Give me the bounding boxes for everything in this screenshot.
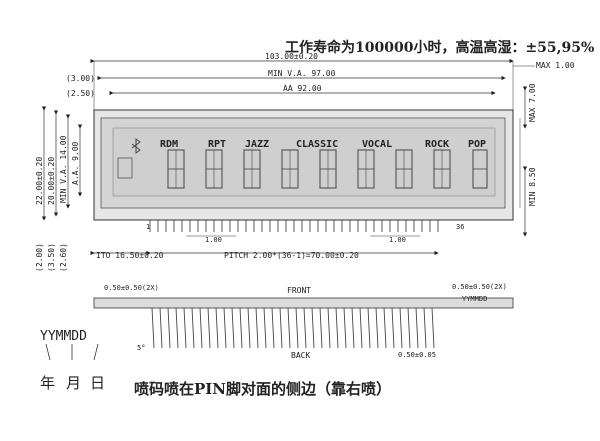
- side-aa-label: A.A. 9.00: [71, 141, 80, 185]
- min-va-width-label: MIN V.A. 97.00: [268, 69, 336, 78]
- aa-width-label: AA 92.00: [283, 84, 322, 93]
- digit-9: [472, 149, 488, 189]
- ito-label: ITO 16.50±0.20: [96, 251, 164, 260]
- digit-2: [205, 149, 223, 189]
- digit-4: [281, 149, 299, 189]
- front-label: FRONT: [287, 286, 311, 295]
- pin-row: [149, 220, 439, 232]
- side-dimensions: 22.00±0.20 20.00±0.20 MIN V.A. 14.00 A.A…: [35, 83, 537, 272]
- date-month: 月: [66, 374, 81, 392]
- tol-left-label: 0.50±0.50(2X): [104, 284, 159, 292]
- back-label: BACK: [291, 351, 310, 360]
- min-85-label: MIN 8.50: [528, 167, 537, 206]
- digit-1: [167, 149, 185, 189]
- segment-label-jazz: JAZZ: [245, 139, 269, 150]
- digit-6: [357, 149, 375, 189]
- segment-label-pop: POP: [468, 139, 486, 150]
- digit-7: [395, 149, 413, 189]
- tol-right-label: 0.50±0.50(2X): [452, 283, 507, 291]
- pin-36-label: 36: [456, 223, 464, 231]
- segment-area: RDM RPT JAZZ CLASSIC VOCAL ROCK POP: [117, 138, 488, 189]
- offset-200-label: (2.00): [35, 243, 44, 272]
- pin-1-label: 1: [146, 223, 150, 231]
- bottom-dimensions: 1.00 1.00 ITO 16.50±0.20 PITCH 2.00*(36-…: [90, 235, 439, 260]
- max-thickness-label: MAX 1.00: [536, 61, 575, 70]
- max-7-label: MAX 7.00: [528, 83, 537, 122]
- overall-width-label: 103.00±0.20: [265, 52, 318, 61]
- angle-label: 5°: [137, 344, 145, 352]
- date-year: 年: [40, 374, 55, 392]
- offset-350-label: (3.50): [47, 243, 56, 272]
- digit-8: [433, 149, 451, 189]
- height-inner-label: 20.00±0.20: [47, 157, 56, 205]
- digit-5: [319, 149, 337, 189]
- date-legend: YYMMDD 年 月 日: [40, 329, 105, 392]
- side-view: 0.50±0.50(2X) 0.50±0.50(2X) FRONT YYMMDD…: [93, 283, 514, 360]
- pin-dim-label: 0.50±0.05: [398, 351, 436, 359]
- date-day: 日: [90, 374, 105, 392]
- date-code: YYMMDD: [40, 329, 87, 344]
- life-note: 工作寿命为100000小时，高温高湿：±55,95%: [285, 39, 594, 56]
- left-offset-3: (3.00): [66, 74, 95, 83]
- segment-label-rpt: RPT: [208, 139, 226, 150]
- digit-3: [243, 149, 261, 189]
- segment-label-rock: ROCK: [425, 139, 449, 150]
- pin-width-b-label: 1.00: [389, 236, 406, 244]
- lcd-panel: 1 36: [93, 109, 514, 232]
- offset-260-label: (2.60): [59, 243, 68, 272]
- footer-note: 喷码喷在PIN脚对面的侧边（靠右喷）: [134, 380, 391, 398]
- side-pins: [151, 307, 435, 349]
- segment-label-classic: CLASSIC: [296, 139, 338, 150]
- bt-icon: [131, 138, 141, 154]
- segment-label-vocal: VOCAL: [362, 139, 392, 150]
- segment-label-rdm: RDM: [160, 139, 178, 150]
- height-outer-label: 22.00±0.20: [35, 157, 44, 205]
- left-offset-25: (2.50): [66, 89, 95, 98]
- top-dimensions: 103.00±0.20 MIN V.A. 97.00 AA 92.00 (3.0…: [66, 52, 575, 110]
- pin-width-a-label: 1.00: [205, 236, 222, 244]
- side-min-va-label: MIN V.A. 14.00: [59, 135, 68, 203]
- pitch-label: PITCH 2.00*(36-1)=70.00±0.20: [224, 251, 359, 260]
- stamp-label: YYMMDD: [462, 295, 487, 303]
